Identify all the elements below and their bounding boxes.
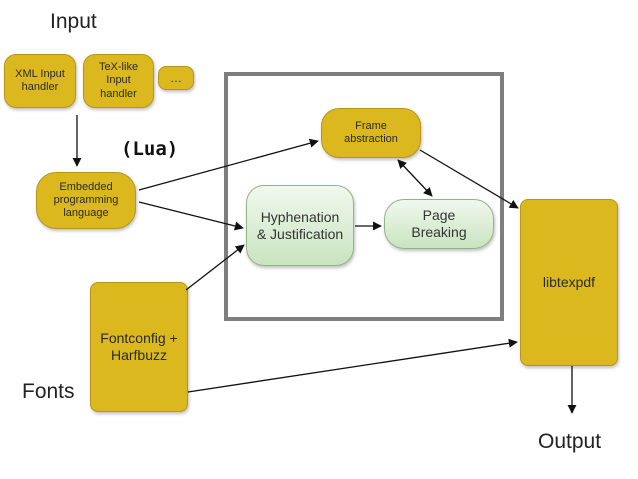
core-frame — [224, 72, 504, 321]
output-label: Output — [538, 430, 602, 453]
arrow-embedded-to-frame — [138, 138, 319, 191]
input-label: Input — [50, 10, 97, 33]
fontconfig-harfbuzz-node: Fontconfig + Harfbuzz — [90, 282, 188, 412]
xml-input-handler-node: XML Input handler — [4, 54, 76, 108]
arrow-frame-page-bidirectional — [397, 159, 433, 197]
arrow-embedded-to-hyphenation — [138, 201, 244, 231]
embedded-language-node: Embedded programming language — [36, 172, 136, 229]
page-breaking-node: Page Breaking — [384, 199, 494, 249]
lua-annotation: (Lua) — [121, 138, 179, 160]
arrow-fontconfig-to-libtexpdf — [187, 338, 518, 393]
arrow-frame-to-libtexpdf — [419, 149, 519, 209]
more-handlers-node: … — [158, 66, 194, 90]
hyphenation-justification-node: Hyphenation & Justification — [246, 185, 354, 266]
frame-abstraction-node: Frame abstraction — [321, 108, 421, 158]
arrow-fontconfig-to-hyphenation — [185, 244, 245, 291]
libtexpdf-node: libtexpdf — [520, 199, 618, 366]
fonts-label: Fonts — [22, 380, 75, 403]
tex-input-handler-node: TeX-like Input handler — [83, 54, 154, 108]
